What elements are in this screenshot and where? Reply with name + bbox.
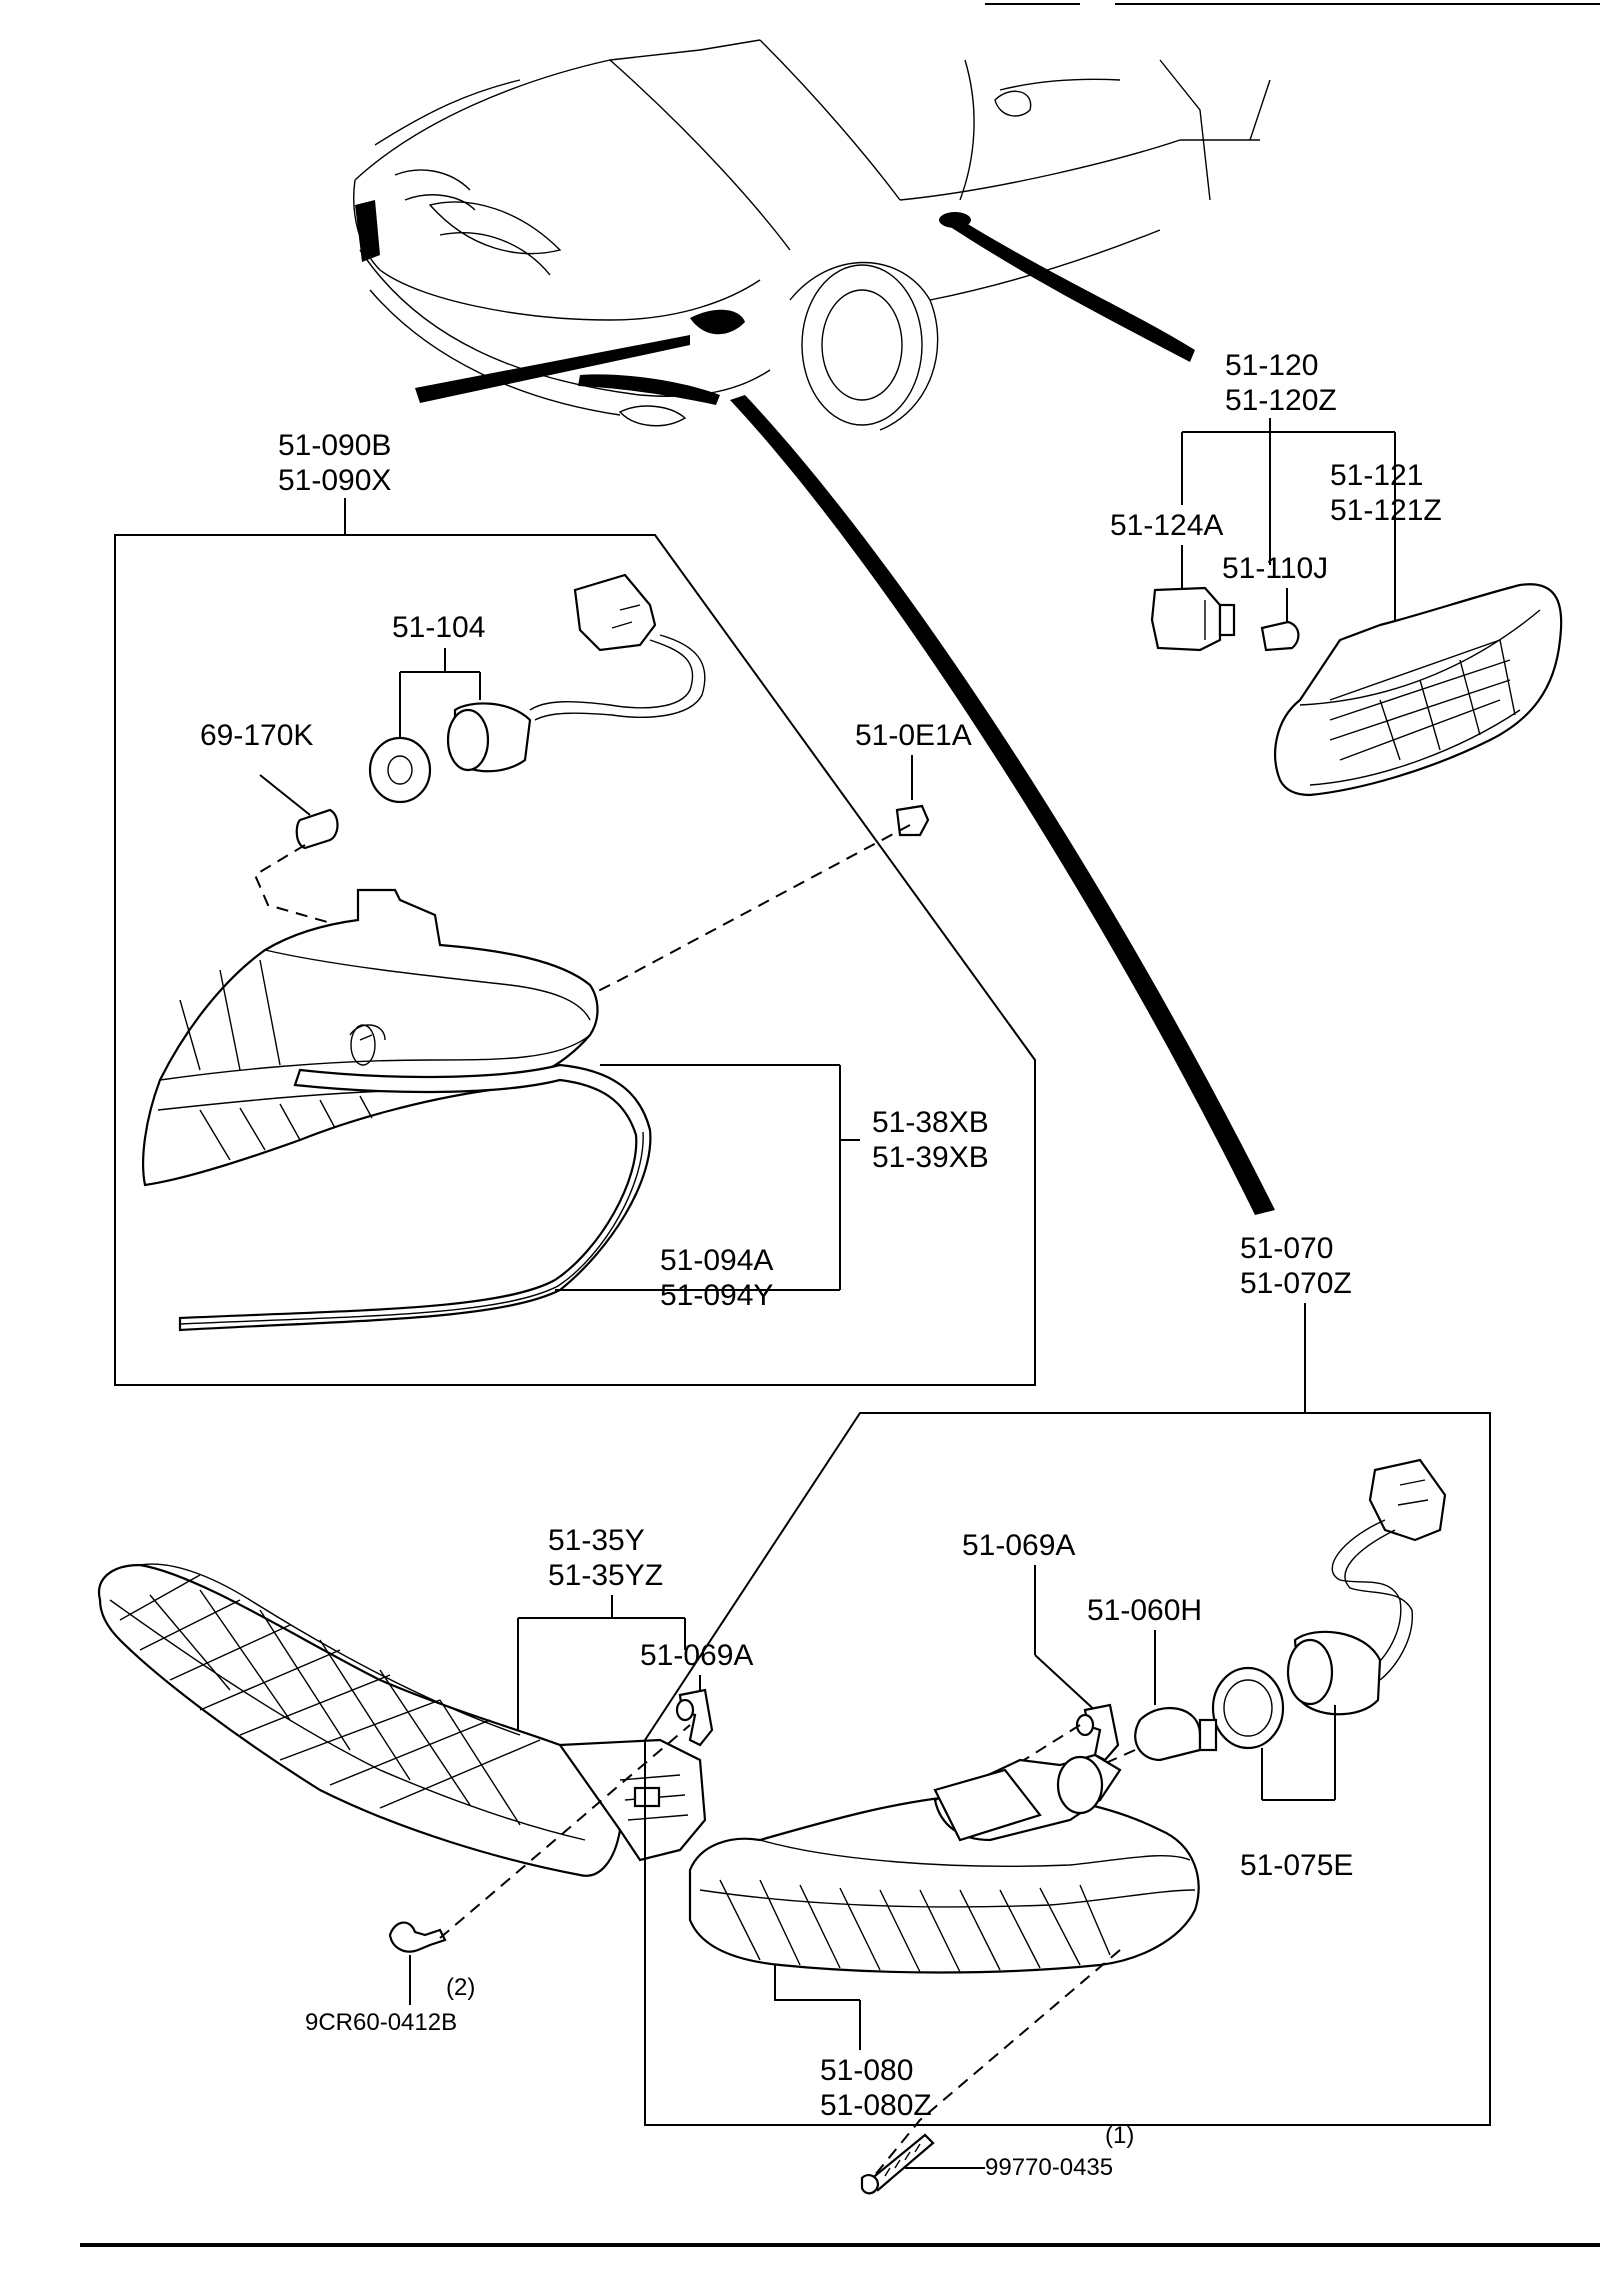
corner-lamp-lens bbox=[142, 888, 599, 1187]
side-marker-lens bbox=[1274, 583, 1563, 797]
label-51-090X: 51-090X bbox=[278, 464, 391, 497]
box-51-070 bbox=[644, 1412, 1491, 2126]
gasket-51-094A bbox=[178, 1063, 652, 1332]
label-51-069A-right: 51-069A bbox=[962, 1529, 1075, 1562]
bulb-51-110J bbox=[1260, 620, 1300, 652]
label-51-38XB: 51-38XB bbox=[872, 1106, 989, 1139]
label-51-070Z: 51-070Z bbox=[1240, 1267, 1352, 1300]
gasket-51-075E bbox=[1211, 1666, 1285, 1750]
clip-51-0E1A bbox=[895, 804, 930, 837]
label-51-39XB: 51-39XB bbox=[872, 1141, 989, 1174]
corner-lamp-group: 51-090B 51-090X 51-104 69-170K 51-0E1A bbox=[114, 429, 1036, 1386]
label-51-080: 51-080 bbox=[820, 2054, 913, 2087]
label-51-070: 51-070 bbox=[1240, 1232, 1333, 1265]
label-51-121: 51-121 bbox=[1330, 459, 1423, 492]
park-lamp-lens bbox=[97, 1563, 707, 1877]
label-51-060H: 51-060H bbox=[1087, 1594, 1202, 1627]
car-illustration bbox=[353, 39, 1271, 431]
label-51-094A: 51-094A bbox=[660, 1244, 773, 1277]
label-51-080Z: 51-080Z bbox=[820, 2089, 932, 2122]
box-51-090B bbox=[114, 534, 1036, 1386]
park-lamp-group: 51-35Y 51-35YZ 51-069A (2) bbox=[97, 1524, 753, 2036]
label-51-094Y: 51-094Y bbox=[660, 1279, 773, 1312]
bulb-69-170K bbox=[295, 808, 339, 850]
label-51-124A: 51-124A bbox=[1110, 509, 1223, 542]
turn-lamp-lens bbox=[688, 1753, 1200, 1974]
label-51-120: 51-120 bbox=[1225, 349, 1318, 382]
clip-51-069A-right bbox=[1075, 1703, 1120, 1762]
clip-51-069A-left bbox=[675, 1688, 714, 1747]
screw-99770 bbox=[860, 2133, 935, 2195]
label-51-35Y: 51-35Y bbox=[548, 1524, 645, 1557]
harness-51-104 bbox=[446, 573, 706, 773]
label-51-104: 51-104 bbox=[392, 611, 485, 644]
label-51-0E1A: 51-0E1A bbox=[855, 719, 972, 752]
car-leader-strokes bbox=[415, 218, 1275, 1215]
label-51-121Z: 51-121Z bbox=[1330, 494, 1442, 527]
harness-51-075E bbox=[1286, 1458, 1447, 1716]
label-51-075E: 51-075E bbox=[1240, 1849, 1353, 1882]
label-51-110J: 51-110J bbox=[1222, 552, 1328, 585]
gasket-51-104 bbox=[368, 736, 432, 804]
side-marker-group: 51-120 51-120Z 51-121 51-121Z 51-124A 51… bbox=[1110, 349, 1563, 797]
socket-51-124A bbox=[1150, 586, 1236, 652]
turn-lamp-group: 51-070 51-070Z 51-069A 51-060H 51-075E bbox=[644, 1232, 1491, 2195]
label-99770-0435: 99770-0435 bbox=[985, 2154, 1113, 2181]
label-51-120Z: 51-120Z bbox=[1225, 384, 1337, 417]
label-51-090B: 51-090B bbox=[278, 429, 391, 462]
label-51-35YZ: 51-35YZ bbox=[548, 1559, 663, 1592]
label-69-170K: 69-170K bbox=[200, 719, 313, 752]
label-qty-2: (2) bbox=[446, 1974, 475, 2001]
label-qty-1: (1) bbox=[1105, 2122, 1134, 2149]
label-51-069A-left: 51-069A bbox=[640, 1639, 753, 1672]
label-9CR60-0412B: 9CR60-0412B bbox=[305, 2009, 457, 2036]
screw-9CR60 bbox=[388, 1921, 447, 1953]
bulb-51-060H bbox=[1134, 1706, 1218, 1762]
